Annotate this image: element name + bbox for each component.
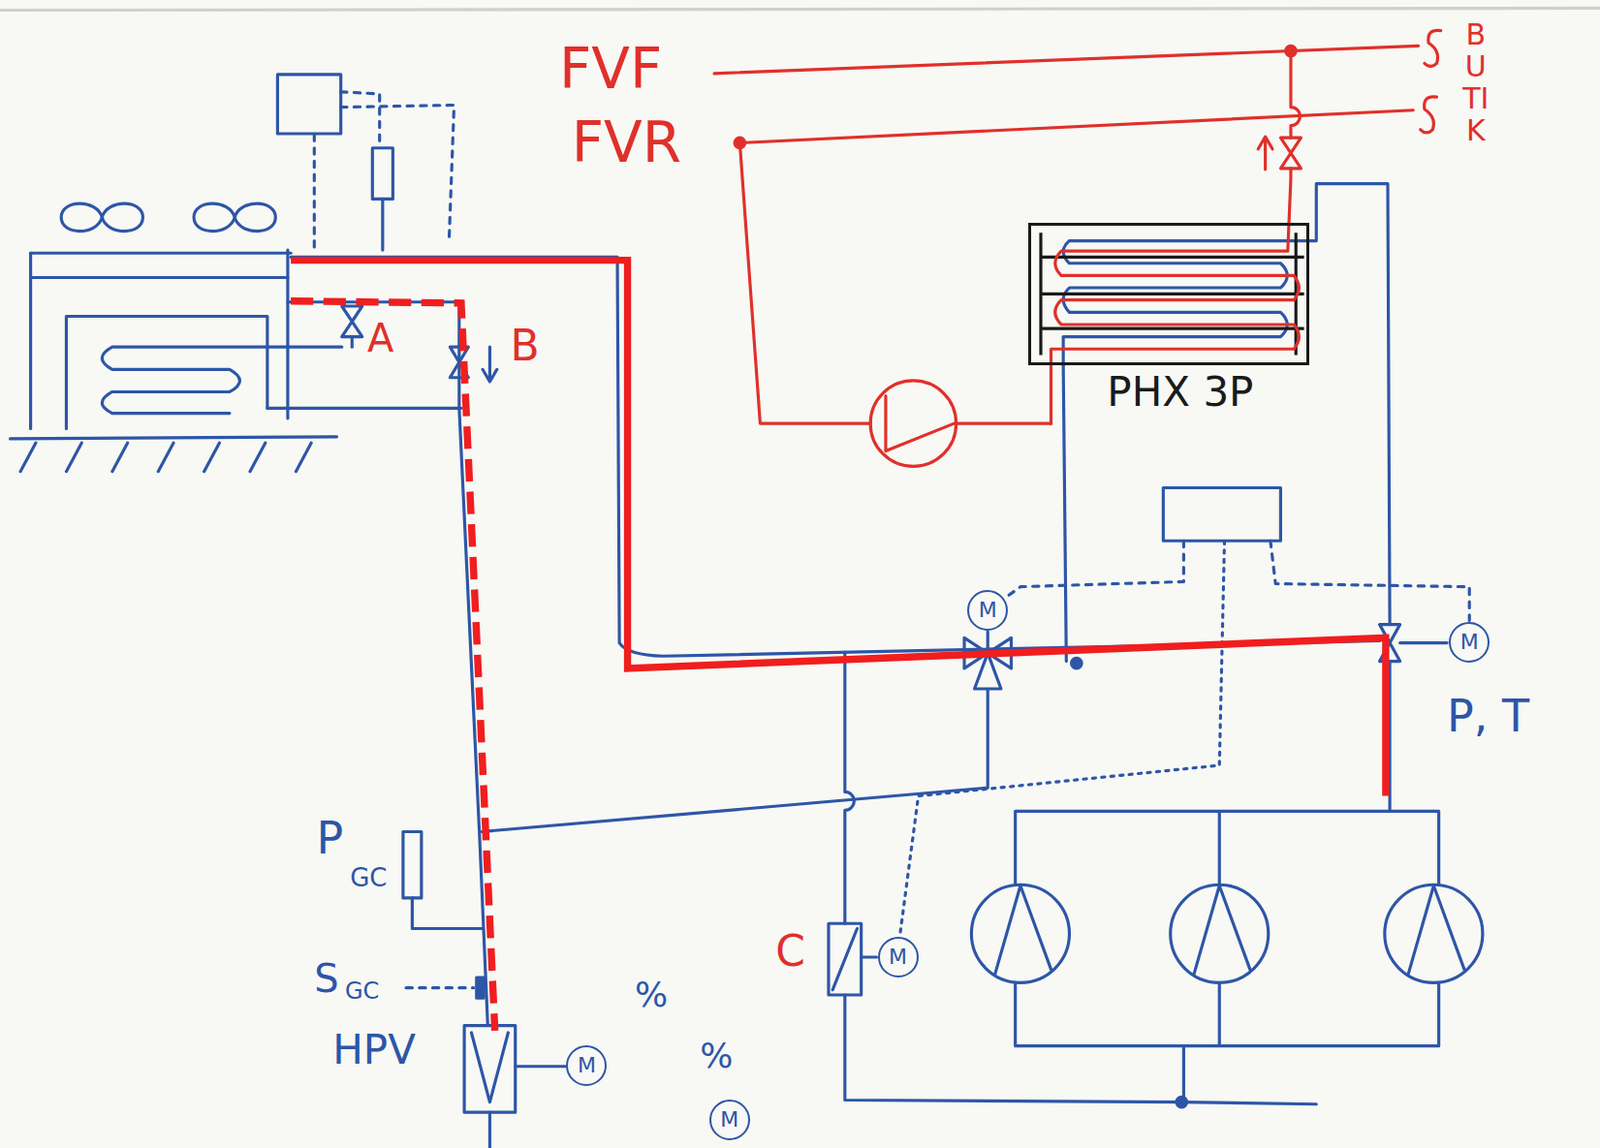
hp-valve [464,1026,516,1114]
heat-exchanger: PHX 3P [1028,222,1310,366]
pipe [1063,365,1067,661]
discharge-header [1015,811,1440,885]
exchanger-plate [1040,256,1305,329]
sensor-subscript: GC [349,865,387,891]
compressor-symbol [995,885,1465,975]
flow-return-label: FVR [571,114,682,171]
sensor-label: S [313,959,339,999]
controller-box [1162,487,1281,541]
valve-letter: C [775,930,806,973]
compressor-symbol [1170,884,1269,983]
signal-line [1004,540,1184,598]
break-symbol [1420,96,1438,133]
pump-symbol [885,396,955,452]
compressor-symbol [971,884,1069,983]
motor-letter: M [978,599,998,622]
motor-letter: M [720,1109,739,1131]
motor-letter: M [1460,631,1479,654]
fan-symbol [193,203,276,231]
sensor-label: P, T [1446,693,1530,739]
valve-letter: A [367,318,394,358]
pipe [845,652,854,924]
floor-line [10,437,338,440]
sensor-lead [411,898,482,930]
bypass-valve [832,929,857,991]
percent-sign: % [699,1038,733,1074]
evaporator-coil [101,346,342,413]
supply-line [1290,51,1300,139]
board-edge [0,7,1600,10]
floor-hatch [20,442,312,471]
signal-line [406,986,473,990]
display-case [31,251,291,255]
motor-symbol: M [1448,622,1490,663]
signal-line [900,540,1225,936]
flow-arrow [482,346,498,382]
actuator-link [515,1065,566,1068]
highlight-dashed [290,301,496,1032]
pipe [290,256,1380,657]
component-label: PHX 3P [1106,372,1254,413]
highlight-path [290,260,1386,1032]
display-case [285,250,289,419]
pipe [267,407,462,410]
sensor-label: P [315,815,344,861]
fan-symbol [61,203,143,231]
case-controller [277,74,341,134]
display-case [31,276,288,280]
temperature-sensor [476,977,484,999]
actuator-link [1400,641,1447,645]
signal-line [341,92,380,147]
motor-letter: M [577,1055,597,1077]
valve-symbol [1280,137,1301,169]
pipe [488,1112,492,1148]
pump-symbol [870,380,956,467]
percent-sign: % [634,977,668,1013]
supply-line [714,45,1419,73]
pipe [481,690,988,832]
return-line [739,110,1413,144]
junction-dot [1071,658,1083,669]
bypass-valve [828,923,862,996]
pipe [350,337,354,348]
return-line [739,142,871,424]
pipe [845,995,1317,1105]
motor-symbol: M [565,1045,607,1087]
actuator-link [986,631,990,654]
signal-line [341,104,455,243]
flow-supply-label: FVF [559,40,662,97]
signal-line [313,134,316,251]
pressure-sensor [403,831,422,898]
display-case [29,252,32,429]
signal-line [1270,540,1470,621]
break-symbol [1424,30,1442,66]
hp-valve [470,1033,508,1103]
sensor-subscript: GC [345,979,379,1004]
suction-header [1015,982,1440,1102]
exchanger-passes [1051,168,1300,424]
motor-symbol: M [878,937,919,978]
actuator-link [861,955,878,959]
water-circuit [714,30,1442,467]
return-line [956,422,1052,426]
valve-name: HPV [332,1030,416,1071]
valve-letter: B [509,324,539,368]
motor-letter: M [888,946,908,969]
sensor-symbol [372,148,393,200]
motor-symbol: M [967,590,1008,631]
shop-label: BUTIK [1461,18,1491,147]
valve-symbol [342,306,363,338]
highlight-solid [290,260,1386,797]
compressor-symbol [1384,884,1483,983]
sensor-lead [380,198,384,251]
refrigerant-circuit [10,74,1483,1148]
flow-arrow [1257,136,1273,170]
motor-symbol: M [709,1099,751,1141]
